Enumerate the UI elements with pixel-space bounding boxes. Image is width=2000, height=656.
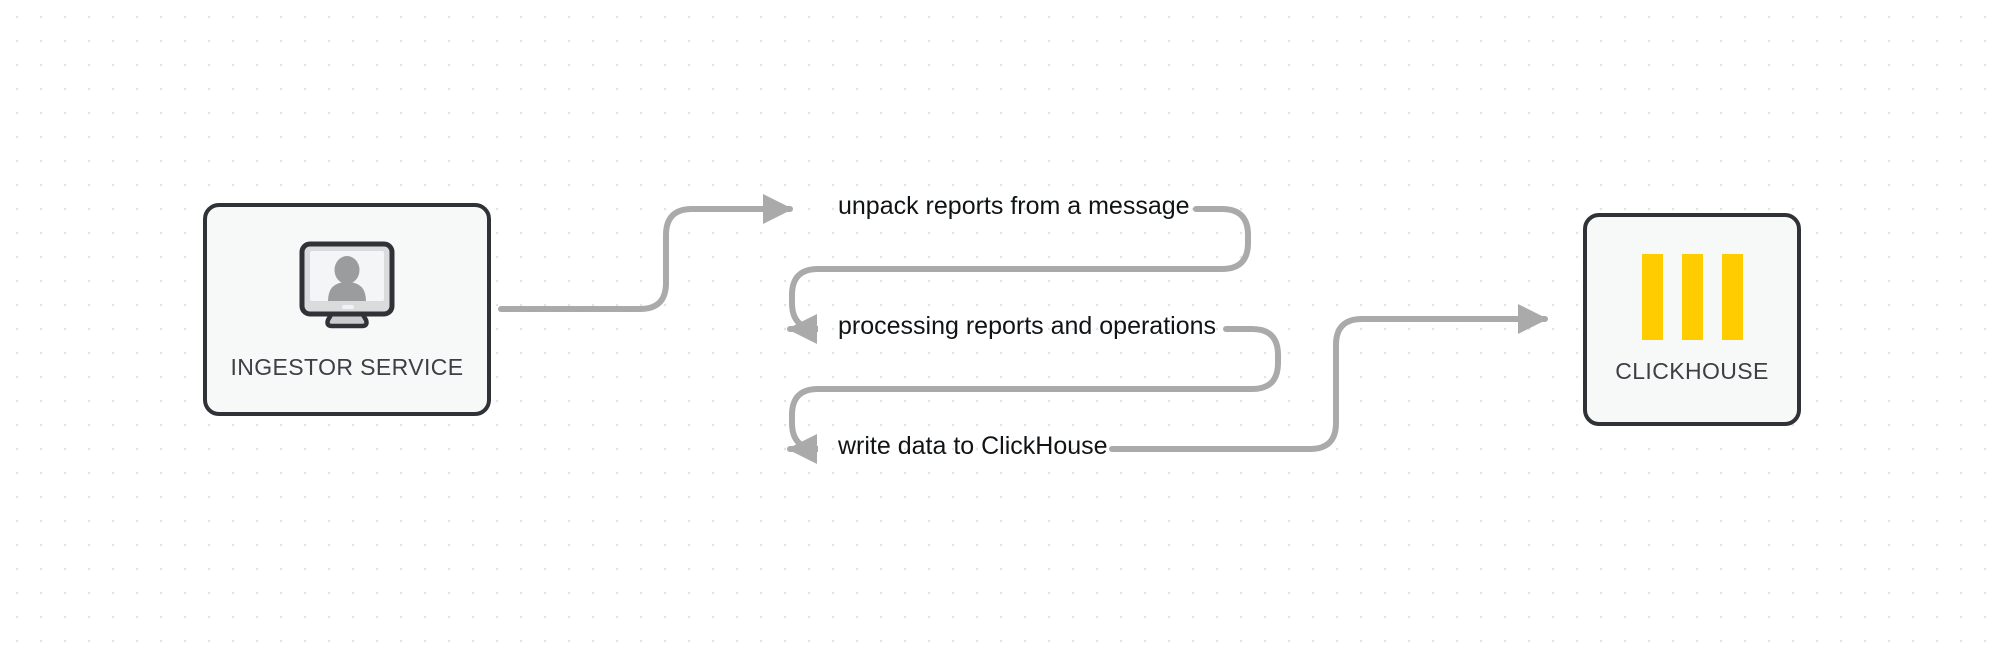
edge-step2-to-step3: [787, 326, 1281, 464]
node-clickhouse-label: CLICKHOUSE: [1615, 358, 1769, 384]
node-ingestor-service[interactable]: INGESTOR SERVICE: [203, 203, 491, 416]
monitor-user-icon: [288, 238, 406, 338]
step-label-processing-reports: processing reports and operations: [838, 312, 1217, 340]
clickhouse-bar-3: [1721, 254, 1743, 340]
clickhouse-bar-2: [1681, 254, 1703, 340]
edge-ingestor-to-step1: [498, 194, 793, 312]
step-label-unpack-reports: unpack reports from a message: [838, 192, 1190, 220]
edge-step1-to-step2: [787, 206, 1251, 344]
node-ingestor-service-label: INGESTOR SERVICE: [230, 354, 464, 380]
clickhouse-bars-icon: [1641, 254, 1743, 340]
clickhouse-bar-1: [1641, 254, 1663, 340]
step-label-write-data: write data to ClickHouse: [838, 432, 1108, 460]
node-clickhouse[interactable]: CLICKHOUSE: [1583, 213, 1801, 426]
